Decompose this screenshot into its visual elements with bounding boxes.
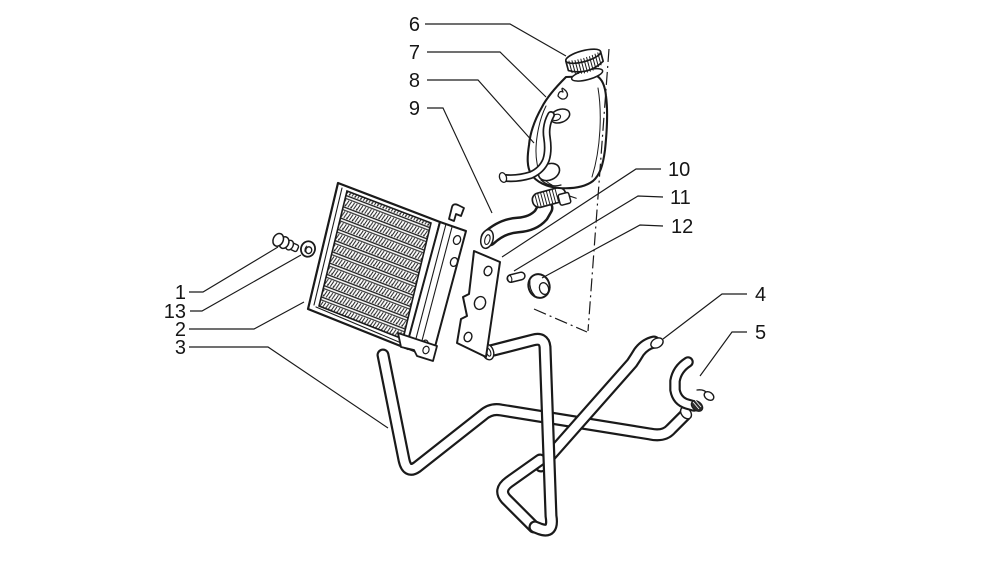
- radiator: [306, 181, 467, 362]
- callout-5: 5: [755, 322, 766, 344]
- tank-emboss-mark: [557, 87, 569, 100]
- callout-2: 2: [175, 319, 186, 341]
- outlet-hose: [534, 335, 664, 473]
- locating-pin: [506, 271, 526, 284]
- callout-6: 6: [409, 14, 420, 36]
- leader-line-3: [189, 346, 389, 429]
- fitting-ring: [703, 390, 715, 402]
- radiator-top-tab: [448, 203, 465, 222]
- callout-10: 10: [668, 159, 690, 181]
- leader-line-4: [662, 293, 747, 340]
- callout-9: 9: [409, 98, 420, 120]
- callout-8: 8: [409, 70, 420, 92]
- centerline-diagonal: [533, 308, 588, 333]
- lower-coolant-pipe: [376, 348, 693, 476]
- callout-7: 7: [409, 42, 420, 64]
- radiator-inlet-hose: [479, 199, 554, 250]
- hose-open-end: [498, 172, 508, 183]
- leader-line-10: [501, 168, 661, 258]
- leader-line-1: [189, 246, 279, 293]
- breather-fitting: [669, 356, 715, 412]
- leader-line-9: [427, 107, 493, 214]
- callout-3: 3: [175, 337, 186, 359]
- grommet: [527, 273, 551, 299]
- filler-cap: [564, 48, 605, 82]
- leader-line-12: [541, 224, 664, 279]
- callout-13: 13: [164, 301, 186, 323]
- washer: [300, 240, 316, 258]
- callout-4: 4: [755, 284, 766, 306]
- callout-1: 1: [175, 282, 186, 304]
- overflow-hose: [498, 111, 555, 183]
- mounting-bracket: [456, 250, 501, 358]
- callout-11: 11: [670, 187, 691, 209]
- hose-mouth: [650, 337, 664, 349]
- centerline-vertical: [587, 48, 610, 332]
- leader-line-6: [425, 23, 567, 57]
- hose-open-end: [479, 228, 495, 250]
- leader-line-7: [427, 51, 547, 98]
- clamp-screw: [557, 191, 572, 206]
- leader-line-5: [699, 331, 747, 377]
- leader-line-13: [190, 254, 302, 312]
- leader-line-8: [427, 79, 535, 144]
- leader-line-11: [513, 195, 664, 272]
- leader-line-2: [189, 301, 305, 330]
- callout-12: 12: [671, 216, 693, 238]
- looped-coolant-pipe: [481, 332, 558, 537]
- bolt: [272, 232, 300, 253]
- hose-clamp: [531, 186, 577, 209]
- leader-lines: [189, 23, 747, 429]
- callout-numbers: 6 7 8 9 10 11 12 1 13 2 3 4 5: [164, 14, 766, 359]
